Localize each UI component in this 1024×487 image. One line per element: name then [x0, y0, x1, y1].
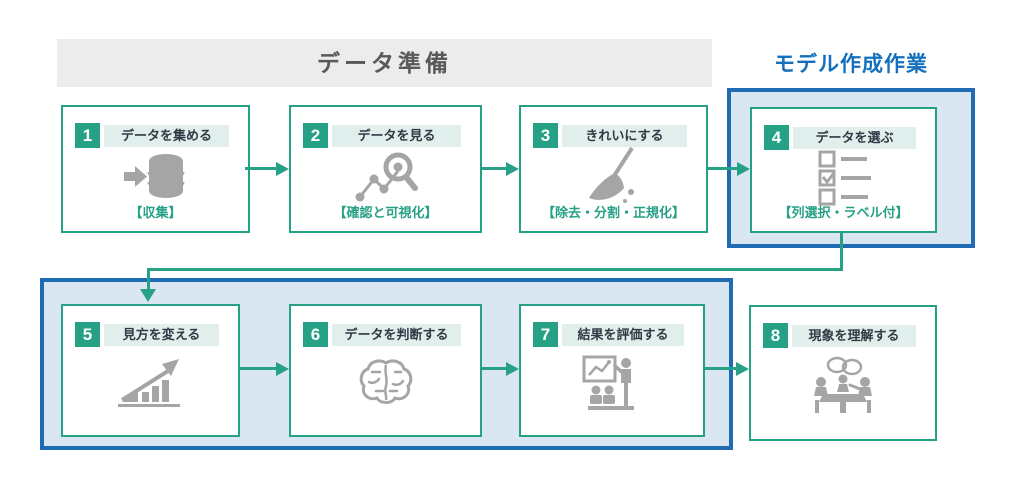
- arrowhead-icon: [276, 162, 289, 176]
- arrow-step3-step4: [708, 167, 739, 170]
- step-title: データを見る: [332, 125, 461, 147]
- step-number-badge: 3: [533, 123, 558, 148]
- connector-step5-up: [147, 268, 150, 289]
- step-number-badge: 6: [303, 322, 328, 347]
- step-number-badge: 8: [763, 323, 788, 348]
- step-caption: 【列選択・ラベル付】: [778, 205, 909, 220]
- step-caption: 【収集】: [129, 205, 182, 220]
- arrow-step1-step2: [245, 167, 278, 170]
- database-icon: [63, 151, 248, 203]
- step-box-7: 7 結果を評価する: [519, 304, 705, 437]
- step-title: きれいにする: [562, 125, 687, 147]
- step-title: データを選ぶ: [793, 127, 916, 149]
- step-title: 見方を変える: [104, 324, 219, 346]
- arrow-step6-step7: [482, 367, 508, 370]
- arrowhead-icon: [737, 162, 750, 176]
- connector-step4-step5-horizontal: [147, 268, 843, 271]
- meeting-icon: [751, 351, 935, 419]
- arrow-step2-step3: [482, 167, 508, 170]
- step-box-6: 6 データを判断する: [289, 304, 482, 437]
- step-box-3: 3 きれいにする 【除去・分割・正規化】: [519, 105, 708, 233]
- bar-chart-arrow-icon: [63, 350, 238, 415]
- arrowhead-icon: [736, 362, 749, 376]
- step-box-2: 2 データを見る 【確認と可視化】: [289, 105, 482, 233]
- arrowhead-icon: [506, 362, 519, 376]
- step-title: データを判断する: [332, 324, 461, 346]
- step-number-badge: 7: [533, 322, 558, 347]
- arrowhead-down-icon: [140, 289, 156, 302]
- step-box-1: 1 データを集める 【収集】: [61, 105, 250, 233]
- step-number-badge: 5: [75, 322, 100, 347]
- step-box-4: 4 データを選ぶ 【列選択・ラベル付】: [750, 107, 937, 233]
- step-number-badge: 1: [75, 123, 100, 148]
- step-title: データを集める: [104, 125, 229, 147]
- connector-step4-down: [840, 232, 843, 271]
- arrowhead-icon: [276, 362, 289, 376]
- data-preparation-header: データ準備: [57, 39, 712, 87]
- arrowhead-icon: [506, 162, 519, 176]
- step-title: 現象を理解する: [792, 325, 916, 347]
- presentation-icon: [521, 350, 703, 415]
- step-number-badge: 2: [303, 123, 328, 148]
- step-box-8: 8 現象を理解する: [749, 305, 937, 441]
- step-title: 結果を評価する: [562, 324, 684, 346]
- step-box-5: 5 見方を変える: [61, 304, 240, 437]
- scatter-magnifier-icon: [291, 151, 480, 203]
- step-caption: 【確認と可視化】: [333, 205, 438, 220]
- checklist-icon: [752, 150, 935, 206]
- arrow-step7-step8: [705, 367, 738, 370]
- broom-icon: [521, 146, 706, 203]
- model-creation-header: モデル作成作業: [774, 53, 928, 76]
- brain-icon: [291, 350, 480, 415]
- step-caption: 【除去・分割・正規化】: [541, 205, 685, 220]
- step-number-badge: 4: [764, 125, 789, 150]
- arrow-step5-step6: [240, 367, 278, 370]
